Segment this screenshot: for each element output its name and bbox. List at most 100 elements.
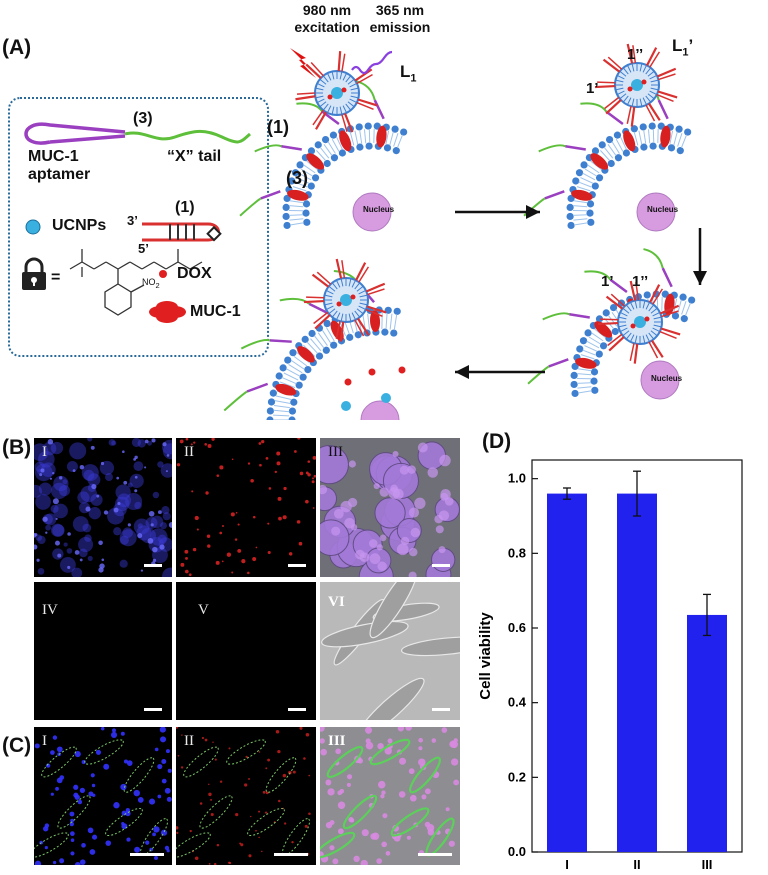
cell-body xyxy=(374,497,406,529)
fluorescence-spot xyxy=(284,822,287,825)
fluorescence-spot xyxy=(123,759,128,764)
emission-wave-icon xyxy=(351,50,393,75)
arrow-right xyxy=(455,205,540,219)
fluorescence-spot xyxy=(119,529,137,547)
fluorescence-spot xyxy=(164,787,171,794)
cell-outline xyxy=(369,738,411,766)
micro-b-VI: VI xyxy=(320,582,460,720)
fluorescence-spot xyxy=(211,438,215,441)
fluorescence-spot xyxy=(249,815,252,818)
fluorescence-spot xyxy=(137,533,143,539)
fluorescence-spot xyxy=(380,794,385,799)
fluorescence-spot xyxy=(74,550,80,555)
fluorescence-spot xyxy=(34,533,38,537)
fluorescence-spot xyxy=(99,563,105,569)
cell-outline xyxy=(409,756,441,794)
fluorescence-spot xyxy=(78,548,88,558)
fluorescence-spot xyxy=(303,757,306,760)
cell-outline xyxy=(226,739,266,765)
fluorescence-spot xyxy=(69,442,87,460)
fluorescence-spot xyxy=(231,571,234,574)
panel-a-schematic xyxy=(223,43,707,420)
fluorescence-spot xyxy=(70,851,75,856)
fluorescence-spot xyxy=(365,741,374,750)
fluorescence-spot xyxy=(150,523,154,527)
fluorescence-spot xyxy=(241,558,246,564)
fluorescence-spot xyxy=(152,491,160,499)
y-tick-label: 0.6 xyxy=(508,620,526,635)
strand-1pp-label-bottom: 1’’ xyxy=(632,273,649,290)
fluorescence-spot xyxy=(45,763,51,768)
bar-III xyxy=(687,614,727,852)
fluorescence-spot xyxy=(87,827,94,834)
fluorescence-spot xyxy=(113,802,120,809)
fluorescence-spot xyxy=(327,788,335,796)
cell-2-receptor xyxy=(590,153,609,170)
arrow-down xyxy=(693,228,707,285)
fluorescence-spot xyxy=(50,750,55,755)
fluorescence-spot xyxy=(196,528,199,531)
fluorescence-spot xyxy=(34,743,40,749)
legend-muc1-label: MUC-1 xyxy=(190,303,241,320)
fluorescence-spot xyxy=(90,773,95,778)
legend-label-1: (1) xyxy=(175,199,195,216)
fluorescence-spot xyxy=(255,546,258,549)
fluorescence-spot xyxy=(35,534,43,542)
cell-body xyxy=(369,582,418,639)
fluorescence-spot xyxy=(357,758,363,764)
probe-3-label: (3) xyxy=(286,168,308,188)
fluorescence-spot xyxy=(113,502,127,517)
cell-outline xyxy=(265,757,297,793)
fluorescence-spot xyxy=(207,544,211,548)
fluorescence-spot xyxy=(162,567,172,577)
fluorescence-spot xyxy=(116,476,120,480)
fluorescence-spot xyxy=(58,476,63,480)
fluorescence-spot xyxy=(145,840,150,845)
fluorescence-spot xyxy=(90,445,95,450)
fluorescence-spot xyxy=(258,442,262,445)
fluorescence-spot xyxy=(329,845,335,851)
fluorescence-spot xyxy=(157,763,163,770)
fluorescence-spot xyxy=(79,859,86,865)
fluorescence-spot xyxy=(108,439,116,446)
fluorescence-spot xyxy=(219,780,223,783)
fluorescence-spot xyxy=(81,843,86,848)
fluorescence-spot xyxy=(122,527,133,539)
fluorescence-spot xyxy=(164,845,170,851)
micro-c-III-label: III xyxy=(328,733,346,749)
fluorescence-spot xyxy=(283,486,287,491)
fluorescence-spot xyxy=(127,523,131,527)
fluorescence-spot xyxy=(58,485,71,497)
fluorescence-spot xyxy=(244,783,248,787)
cell-outline xyxy=(123,757,155,793)
fluorescence-spot xyxy=(91,783,96,788)
fluorescence-spot xyxy=(431,738,437,743)
nanoprobe-2-ucnp-core xyxy=(631,79,643,91)
fluorescence-spot xyxy=(185,438,189,441)
y-tick-label: 0.8 xyxy=(508,545,526,560)
fluorescence-spot xyxy=(176,826,179,830)
fluorescence-spot xyxy=(250,478,254,483)
fluorescence-spot xyxy=(299,471,304,476)
micro-b-I-label: I xyxy=(42,444,47,460)
fluorescence-spot xyxy=(114,496,130,512)
fluorescence-spot xyxy=(133,461,144,472)
fluorescence-spot xyxy=(418,737,424,743)
legend-label-3: (3) xyxy=(133,110,153,127)
fluorescence-spot xyxy=(265,457,269,460)
fluorescence-spot xyxy=(63,542,68,547)
fluorescence-spot xyxy=(44,513,57,526)
fluorescence-spot xyxy=(103,510,109,515)
ucnp-sphere xyxy=(25,219,41,235)
fluorescence-spot xyxy=(119,559,128,568)
fluorescence-spot xyxy=(100,727,105,731)
fluorescence-spot xyxy=(258,836,260,839)
fluorescence-spot xyxy=(337,801,346,809)
aptamer-strand xyxy=(24,122,126,145)
fluorescence-spot xyxy=(74,750,81,758)
fluorescence-spot xyxy=(121,823,128,830)
lock-icon xyxy=(22,257,46,290)
micro-b-V-label: V xyxy=(198,602,209,618)
fluorescence-spot xyxy=(177,754,180,757)
fluorescence-spot xyxy=(405,727,412,731)
